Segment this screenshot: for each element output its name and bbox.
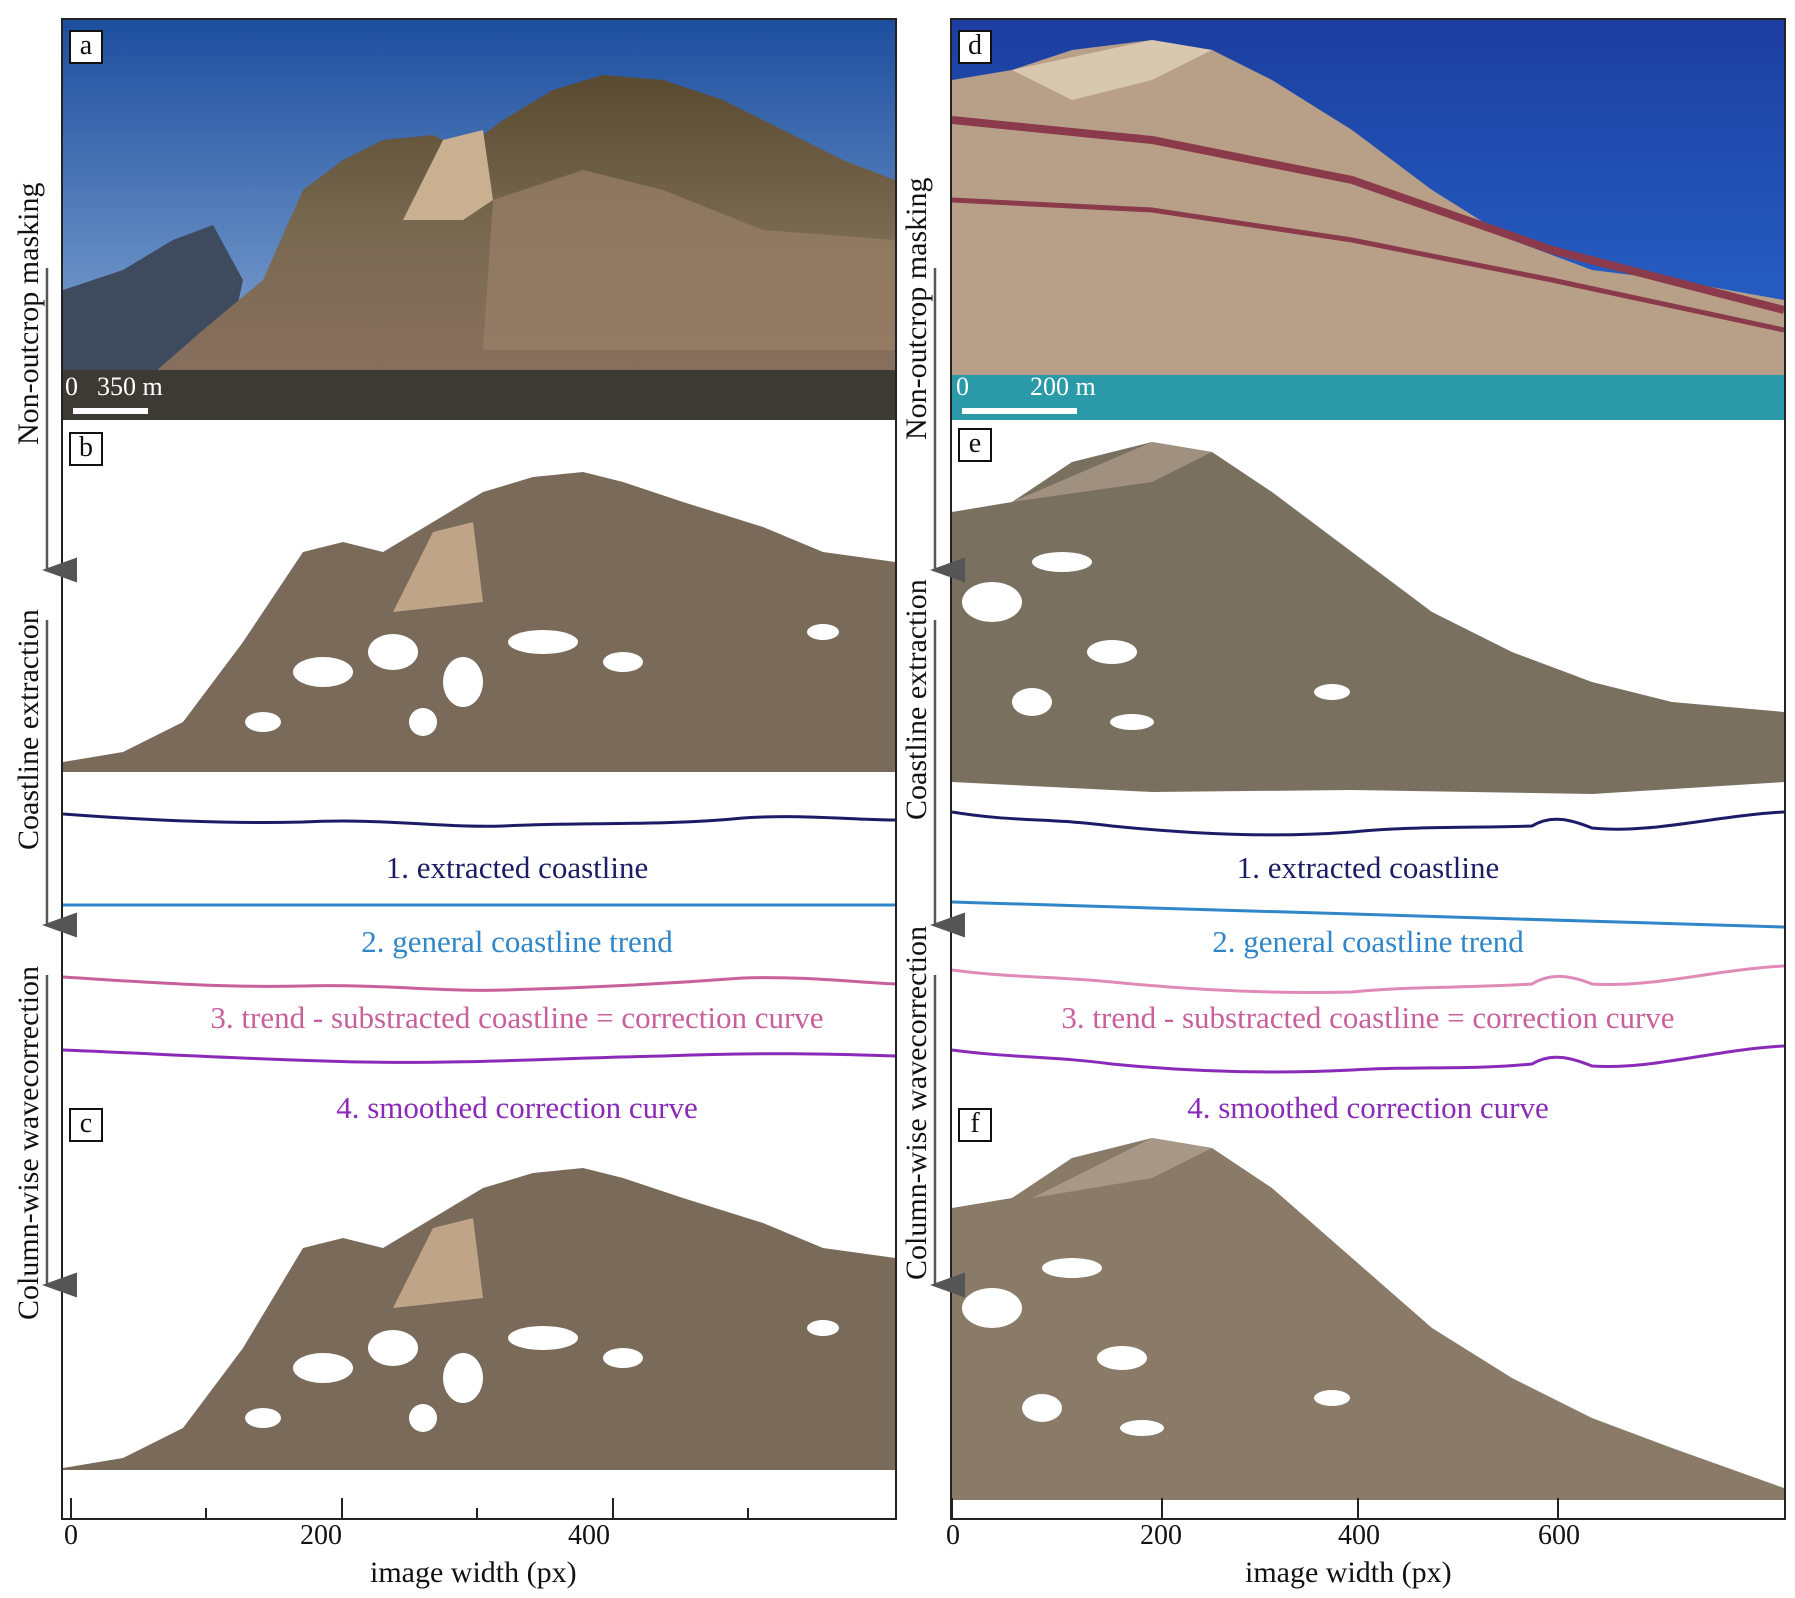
left-side-coastline: Coastline extraction [12, 609, 45, 850]
panel-f-image [952, 1138, 1784, 1500]
left-axis-label: image width (px) [370, 1556, 577, 1589]
scalebar-left-bar [73, 408, 148, 414]
scalebar-left-distance: 350 m [97, 372, 163, 401]
panel-d-photo: d 0 200 m [952, 20, 1784, 420]
left-x-axis-ticks [70, 1498, 749, 1518]
right-side-masking: Non-outcrop masking [900, 177, 933, 440]
left-side-wavecorrection: Column-wise wavecorrection [12, 965, 45, 1320]
panel-b-masked: b [63, 422, 895, 772]
right-tick-400: 400 [1338, 1520, 1380, 1551]
panel-a-photo: a 0 350 m [63, 20, 895, 420]
panel-a-image [63, 20, 895, 420]
panel-c-image [63, 1168, 895, 1470]
panel-d-image [952, 20, 1784, 420]
scalebar-left-zero: 0 [65, 372, 78, 401]
panel-c-label: c [69, 1108, 103, 1142]
right-tick-200: 200 [1140, 1520, 1182, 1551]
coastline-trend-line-right [952, 900, 1784, 929]
right-label-correction: 3. trend - substracted coastline = corre… [1061, 1000, 1675, 1035]
extracted-coastline-line-right [952, 810, 1784, 837]
smoothed-curve-line-right [952, 1044, 1784, 1074]
right-x-axis-ticks [951, 1498, 1559, 1518]
curves-right-lines [952, 810, 1784, 1074]
left-label-trend: 2. general coastline trend [361, 924, 673, 959]
panel-f-label: f [958, 1108, 992, 1142]
right-side-coastline: Coastline extraction [900, 579, 933, 820]
panel-e-image [952, 442, 1784, 794]
panel-a-label: a [69, 30, 103, 64]
left-label-correction: 3. trend - substracted coastline = corre… [210, 1000, 824, 1035]
left-tick-0: 0 [64, 1520, 78, 1551]
curves-right: 1. extracted coastline 2. general coastl… [952, 772, 1784, 1122]
scalebar-right-zero: 0 [956, 372, 969, 401]
right-label-extracted: 1. extracted coastline [1236, 850, 1500, 885]
left-tick-200: 200 [300, 1520, 342, 1551]
right-side-wavecorrection: Column-wise wavecorrection [900, 925, 933, 1280]
panel-b-image [63, 472, 895, 772]
right-tick-0: 0 [946, 1520, 960, 1551]
scalebar-right-distance: 200 m [1030, 372, 1096, 401]
right-tick-600: 600 [1538, 1520, 1580, 1551]
smoothed-curve-line [63, 1048, 895, 1064]
left-label-smoothed: 4. smoothed correction curve [336, 1090, 698, 1122]
right-label-trend: 2. general coastline trend [1212, 924, 1524, 959]
extracted-coastline-line [63, 812, 895, 828]
right-label-smoothed: 4. smoothed correction curve [1187, 1090, 1549, 1122]
panel-d-label: d [958, 30, 992, 64]
panel-e-masked: e [952, 422, 1784, 802]
left-label-extracted: 1. extracted coastline [385, 850, 649, 885]
scalebar-left: 0 350 m [63, 372, 203, 416]
correction-curve-line [63, 975, 895, 992]
scalebar-right: 0 200 m [952, 372, 1132, 416]
scalebar-right-bar [962, 408, 1077, 414]
left-side-masking: Non-outcrop masking [12, 182, 45, 445]
curves-left: 1. extracted coastline 2. general coastl… [63, 772, 895, 1122]
panel-c-corrected: c [63, 1108, 895, 1478]
right-axis-label: image width (px) [1245, 1556, 1452, 1589]
left-tick-400: 400 [568, 1520, 610, 1551]
curves-left-lines [63, 812, 895, 1064]
panel-e-label: e [958, 428, 992, 462]
panel-b-label: b [69, 432, 103, 466]
panel-f-corrected: f [952, 1108, 1784, 1500]
correction-curve-line-right [952, 964, 1784, 995]
